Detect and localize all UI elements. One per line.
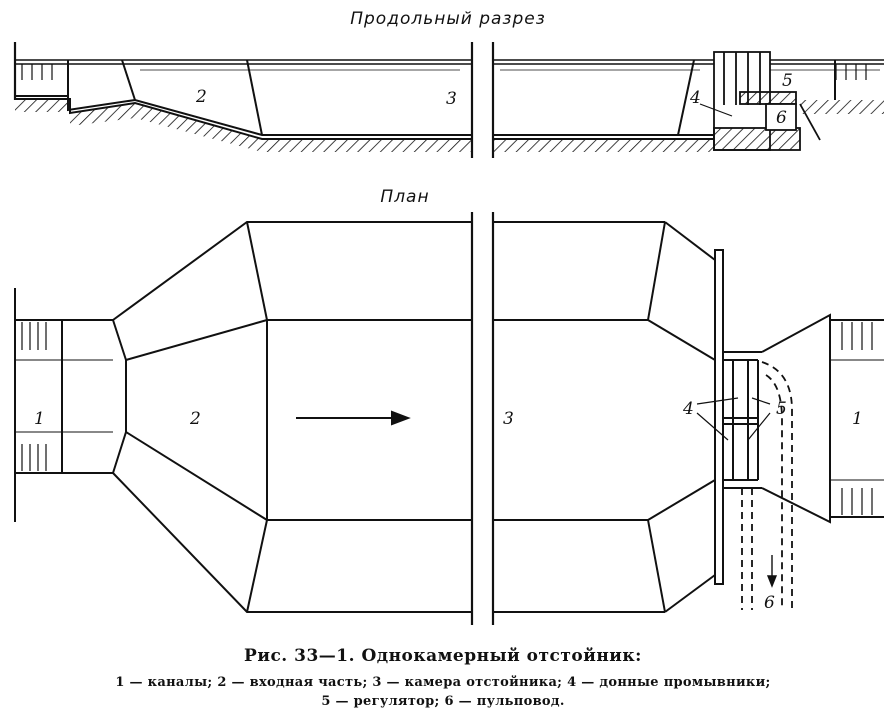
label-flushers-plan: 4 [682,399,694,419]
leader-lines [696,397,771,441]
regulator-structure [713,51,821,151]
plan-title: План [380,187,429,207]
figure-caption-legend-line-1: 1 — каналы; 2 — входная часть; 3 — камер… [115,675,771,690]
plan-view: План [14,187,884,625]
pipe-arrow [766,555,778,588]
ground-hatch [493,139,718,152]
label-regulator-plan: 5 [776,399,787,419]
label-pulp-pipe-plan: 6 [764,593,775,613]
inlet-part-outline [112,221,472,613]
figure-caption-title: Рис. 33—1. Однокамерный отстойник: [244,646,642,666]
label-regulator: 5 [782,71,793,91]
bottom-profile [15,59,836,140]
label-chamber: 3 [446,89,457,109]
label-pulp-pipe: 6 [776,108,787,128]
ground-hatch [800,100,884,114]
chamber-outline [493,221,716,613]
left-canal [14,288,113,522]
label-canal-left: 1 [34,409,45,429]
label-inlet-part: 2 [195,87,207,107]
label-inlet-part-plan: 2 [189,409,201,429]
pulp-pipe [741,361,793,610]
label-chamber-plan: 3 [503,409,514,429]
longitudinal-section: Продольный разрез [13,9,884,158]
section-title: Продольный разрез [350,9,546,29]
water-surface [15,59,884,71]
ground-hatch [15,100,70,112]
regulator-plan [714,249,831,585]
flow-arrow [296,410,411,426]
label-canal-right: 1 [852,409,863,429]
label-flushers: 4 [689,88,701,108]
plan-break [470,212,495,625]
ground-hatch [70,103,472,152]
right-canal [830,319,884,518]
left-canal-marks [21,322,47,471]
figure-caption-legend-line-2: 5 — регулятор; 6 — пульповод. [321,694,565,709]
right-canal-marks [841,322,873,515]
section-break [13,42,495,158]
